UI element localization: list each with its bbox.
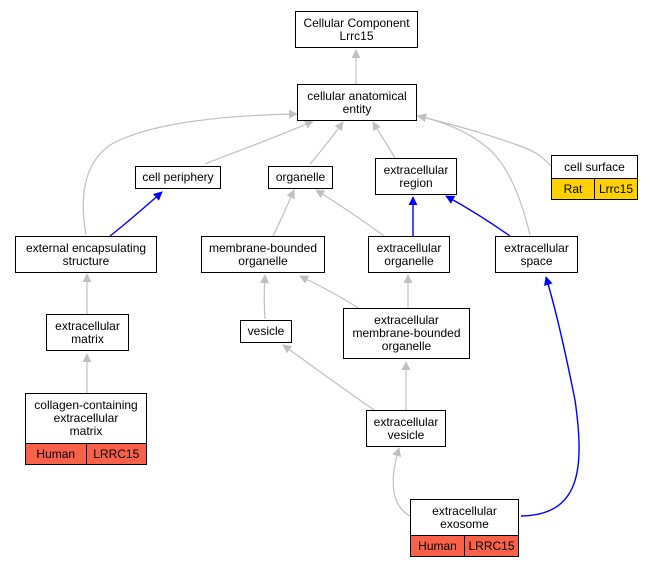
species-gene-tags: Human LRRC15 [26,443,146,464]
gene-tag: LRRC15 [464,536,518,556]
node-label: extracellular exosome [432,503,497,531]
node-label: cell surface [564,159,625,174]
node-extracellular-exosome[interactable]: extracellular exosome Human LRRC15 [410,499,519,557]
edge-vesicle-to-mbo [259,274,269,320]
node-label: cellular anatomical entity [307,88,407,116]
node-external-encapsulating-structure[interactable]: external encapsulating structure [15,236,157,273]
edge-exosome-to-ecvesicle [392,447,411,517]
edge-organelle-to-entity [309,121,344,165]
edge-ecmbo-to-mbo [299,275,359,309]
node-membrane-bounded-organelle[interactable]: membrane-bounded organelle [201,236,325,273]
edge-region-to-entity [372,121,396,159]
species-tag: Human [36,446,76,461]
node-label: cell periphery [142,170,214,184]
node-extracellular-membrane-bounded-organelle[interactable]: extracellular membrane-bounded organelle [343,308,470,359]
node-label: extracellular vesicle [373,414,439,442]
node-label: extracellular region [383,162,449,190]
species-tag: Human [418,538,457,553]
edge-surface-to-entity [417,113,552,167]
node-label: collagen-containing extracellular matrix [34,398,138,438]
node-extracellular-space[interactable]: extracellular space [495,236,578,273]
species-gene-tags: Rat Lrrc15 [552,178,637,199]
node-label: membrane-bounded organelle [208,240,318,268]
edge-space-to-entity [417,113,531,236]
edge-ecvesicle-to-vesicle [282,344,375,411]
gene-tag: LRRC15 [85,444,147,464]
node-extracellular-vesicle[interactable]: extracellular vesicle [366,410,446,447]
node-label: extracellular organelle [376,240,442,268]
species-tag: Rat [563,181,583,196]
node-label: extracellular space [504,240,569,268]
node-label: organelle [275,170,326,184]
node-collagen-containing-extracellular-matrix[interactable]: collagen-containing extracellular matrix… [25,393,147,465]
edge-encapsulating-to-entity [82,109,298,236]
node-extracellular-organelle[interactable]: extracellular organelle [368,236,450,273]
node-label: Cellular Component Lrrc15 [303,15,410,43]
node-extracellular-matrix[interactable]: extracellular matrix [46,314,129,351]
edge-periphery-to-entity [204,120,314,165]
node-cell-periphery[interactable]: cell periphery [135,166,221,189]
node-label: external encapsulating structure [25,240,147,268]
node-extracellular-region[interactable]: extracellular region [375,158,457,195]
edge-encapsulating-to-periphery [109,191,163,237]
edge-exosome-to-space [520,276,580,517]
node-organelle[interactable]: organelle [268,166,333,189]
node-cellular-anatomical-entity[interactable]: cellular anatomical entity [297,84,417,121]
edge-space-to-region [445,195,511,237]
gene-tag: Lrrc15 [594,179,637,199]
species-gene-tags: Human LRRC15 [411,535,518,556]
node-cell-surface[interactable]: cell surface Rat Lrrc15 [551,155,638,200]
node-cellular-component[interactable]: Cellular Component Lrrc15 [295,11,418,48]
node-label: vesicle [247,324,285,338]
node-label: extracellular matrix [55,318,120,346]
node-label: extracellular membrane-bounded organelle [352,313,461,353]
edge-ecorganelle-to-organelle [315,189,385,237]
node-vesicle[interactable]: vesicle [240,320,292,343]
edge-mbo-to-organelle [272,189,295,237]
